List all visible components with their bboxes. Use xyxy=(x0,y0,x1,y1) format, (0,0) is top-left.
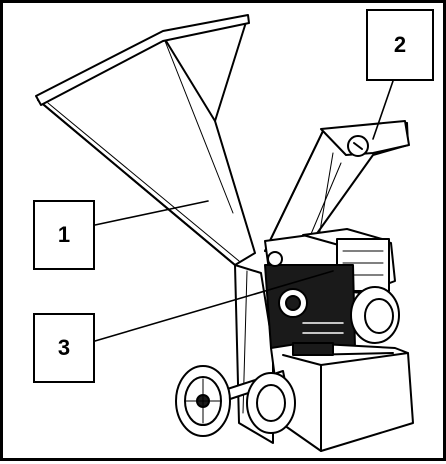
leader-line-3 xyxy=(94,270,334,342)
callout-3: 3 xyxy=(33,313,95,383)
engine xyxy=(264,228,400,356)
discharge-chute xyxy=(264,120,410,254)
callout-1: 1 xyxy=(33,200,95,270)
callout-2: 2 xyxy=(366,9,434,81)
callout-3-label: 3 xyxy=(57,335,71,360)
callout-1-label: 1 xyxy=(57,222,71,247)
leader-line-2 xyxy=(372,80,394,140)
wheel-assembly xyxy=(175,365,296,437)
chipper-shredder-illustration xyxy=(35,14,414,452)
engine-base xyxy=(270,342,414,452)
callout-2-label: 2 xyxy=(393,32,407,57)
leader-line-1 xyxy=(94,200,209,226)
leader-lines xyxy=(94,80,394,342)
